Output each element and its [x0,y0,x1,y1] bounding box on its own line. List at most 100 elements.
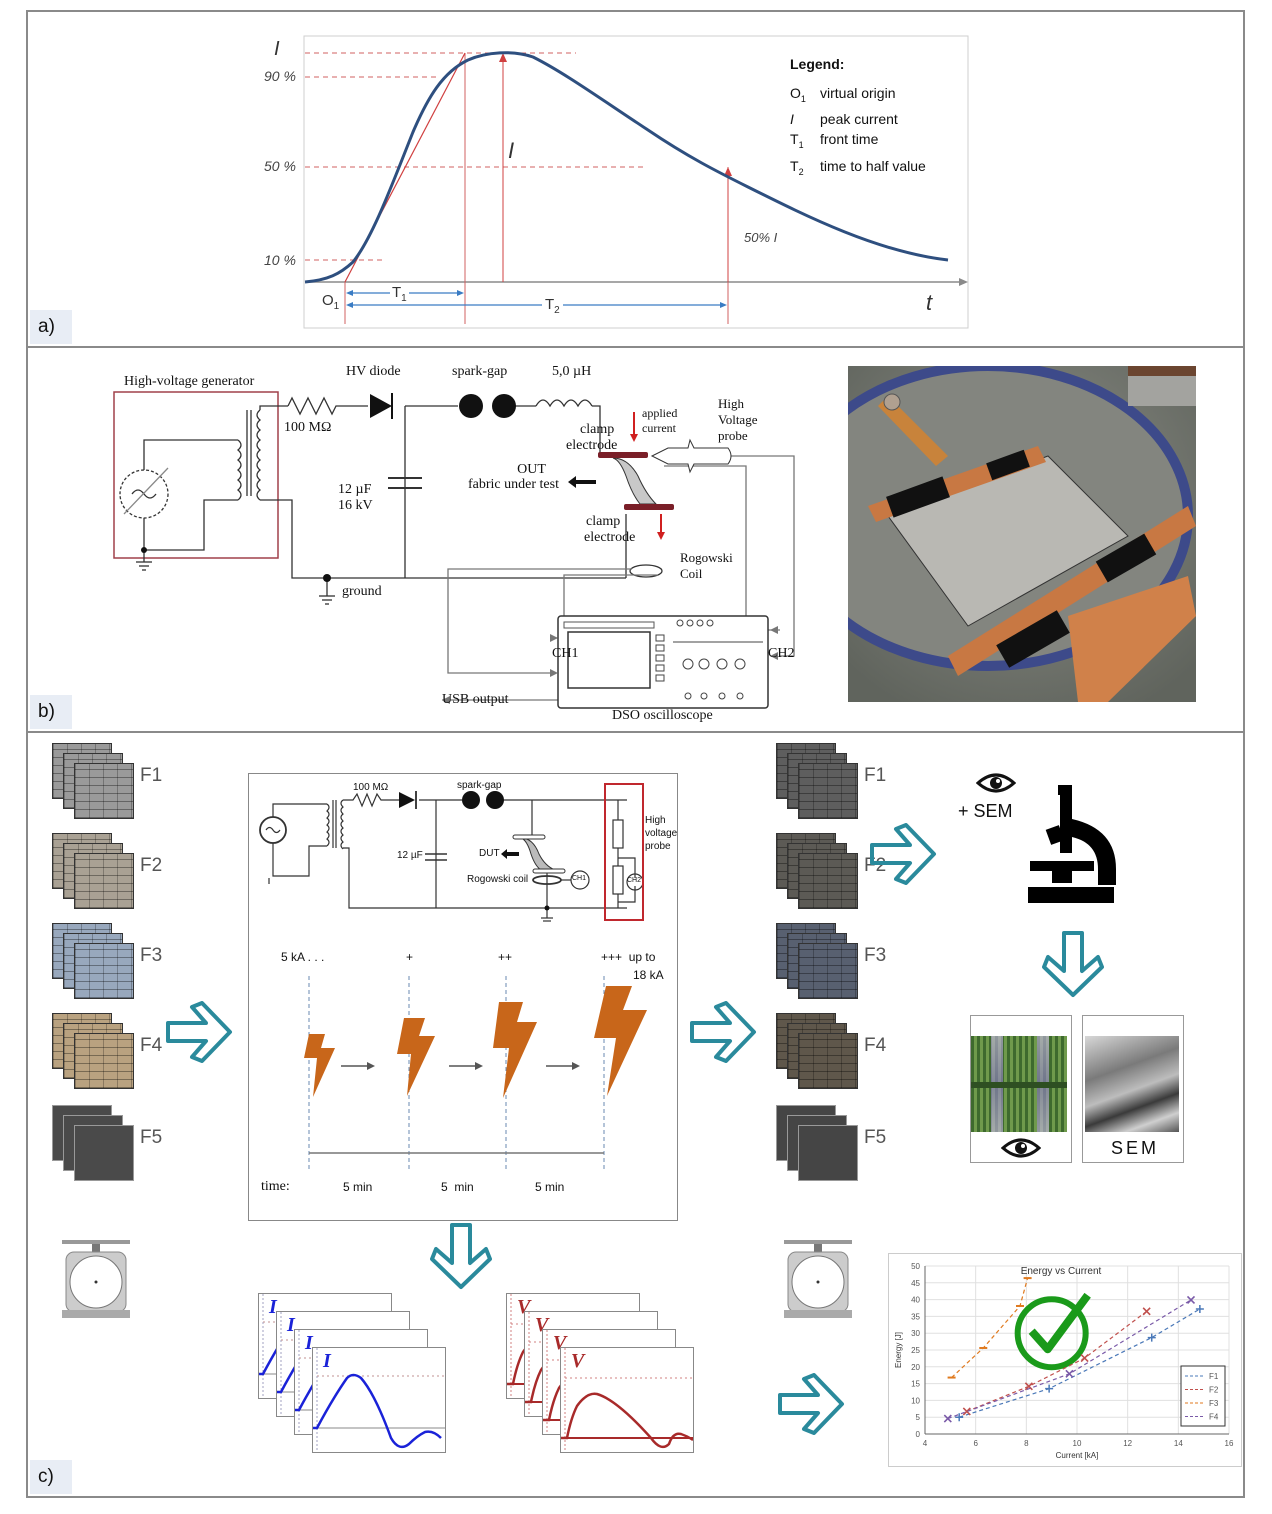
checkmark-icon [1028,1292,1091,1354]
sample-label: F1 [864,765,887,786]
inductor-icon [535,399,593,408]
level-10-label: 10 % [264,252,296,268]
data-point-f4 [1186,1295,1196,1305]
sample-label: F2 [864,855,887,876]
x-tick-label: 12 [1123,1439,1132,1448]
legend-label-f3: F3 [1209,1399,1219,1408]
current-waveform-card: I [312,1347,446,1453]
lightning-bolt-icon-step4 [594,986,647,1096]
weighing-scale-icon [784,1240,852,1318]
applied-current-arrowhead [630,434,638,442]
sample-label: F5 [140,1127,163,1148]
ground-label: ground [342,584,382,599]
copper-lead [878,396,948,466]
optical-image-document [970,1015,1072,1163]
fabric-under-test-icon [612,457,658,505]
data-point-f2 [1080,1353,1089,1363]
ch2-arrowhead [770,626,778,634]
x-tick-label: 16 [1225,1439,1234,1448]
plot-frame [303,35,969,329]
current-label: I [323,1350,331,1372]
generator-label: High-voltage generator [124,374,255,389]
impulse-waveform-plot [303,35,969,329]
t1-label: T1 [390,284,409,304]
y-tick-label: 5 [916,1413,921,1422]
panel-a-impulse-waveform: I 90 % 50 % 10 % I 50% I O1 T1 T2 t Lege… [26,10,1245,348]
dut-fabric-icon [520,837,556,871]
generator-box [113,391,279,559]
x-tick-label: 10 [1073,1439,1082,1448]
sem-micrograph [1085,1036,1179,1132]
clamp-top [512,834,546,840]
step-label-18ka: 18 kA [633,968,664,982]
legend-label-f4: F4 [1209,1413,1219,1422]
mini-circuit-schematic [259,783,644,922]
mini-ch1-label: CH1 [572,875,587,882]
rogowski-coil-icon [629,564,663,578]
level-90-label: 90 % [264,68,296,84]
sample-label: F4 [140,1035,163,1056]
legend-label-f2: F2 [1209,1386,1219,1395]
data-point-f1 [1195,1305,1204,1314]
step-label-plus2: ++ [498,950,513,964]
y-tick-label: 25 [911,1346,920,1355]
ch1-probe-icon [570,870,590,890]
x-tick-label: 6 [973,1439,978,1448]
series-line-f2 [966,1310,1148,1413]
mini-ch2-label: CH2 [627,877,642,884]
data-point-f1 [1147,1333,1156,1342]
mini-resistor-label: 100 MΩ [353,782,389,793]
eye-icon [1001,1138,1041,1158]
spark-gap-ball [492,394,516,418]
eye-icon [976,773,1016,793]
peak-current-label: I [508,138,515,163]
mini-capacitor-label: 12 µF [397,850,423,861]
binder-clip [986,449,1030,481]
data-point-f2 [1142,1307,1151,1316]
mini-spark-gap-label: spark-gap [457,780,502,791]
inspection-label: + SEM [958,801,1013,821]
hv-probe-highlight [604,783,644,921]
t1-arrowhead-left [346,290,353,296]
step-label-plus3: +++ up to [601,950,656,964]
voltage-waveform-card: V [560,1347,694,1453]
data-point-f1 [955,1413,964,1422]
impulse-current-curve [304,51,949,284]
current-trace [313,1373,442,1449]
panel-b-test-setup: High-voltage generator 100 MΩ HV diode s… [26,346,1245,733]
x-tick-label: 14 [1174,1439,1183,1448]
photo-illustration [848,366,1196,702]
lightning-bolt-icon-step2 [397,1018,435,1096]
test-procedure-box: 100 MΩ spark-gap 12 µF DUT Rogowski coil… [248,773,678,1221]
high-voltage-probe-icon [650,438,732,474]
arrow-right-icon [778,1373,844,1435]
arrow-right-icon [870,823,936,885]
dut-arrow-icon [501,849,519,859]
checkmark-circle [1014,1296,1089,1371]
y-tick-label: 45 [911,1279,920,1288]
out-arrow-icon [568,476,596,488]
fabric-sample-icon [798,1033,858,1089]
wire [592,405,601,454]
hv-diode-icon [370,394,392,418]
variable-arrow [123,467,169,515]
current-out-arrowhead [657,532,665,540]
data-point-f1 [1045,1384,1054,1393]
arrow-right-icon [166,1001,232,1063]
x-axis-title: Current [kA] [1056,1451,1099,1460]
y-tick-label: 20 [911,1363,920,1372]
current-steps-diagram [304,976,647,1169]
data-point-f4 [1065,1369,1074,1378]
half-value-label: 50% I [744,230,778,245]
